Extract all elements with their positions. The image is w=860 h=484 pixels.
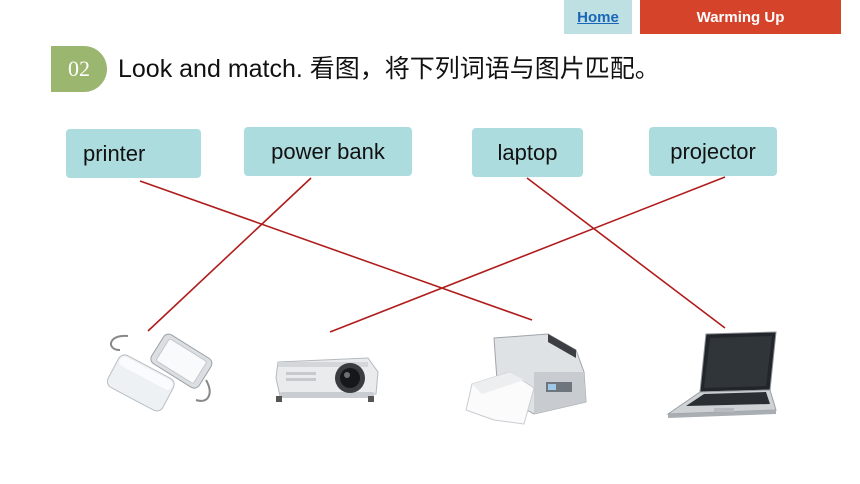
match-line-projector — [329, 176, 726, 333]
match-line-printer — [139, 180, 533, 321]
warming-up-tab[interactable]: Warming Up — [640, 0, 841, 34]
projector-picture[interactable] — [272, 348, 382, 406]
laptop-picture[interactable] — [662, 330, 780, 424]
power-bank-picture[interactable] — [98, 328, 214, 420]
word-card-printer[interactable]: printer — [66, 129, 201, 178]
printer-picture[interactable] — [464, 328, 594, 426]
home-tab[interactable]: Home — [564, 0, 632, 34]
word-card-projector[interactable]: projector — [649, 127, 777, 176]
match-line-power-bank — [147, 177, 312, 332]
exercise-instruction: Look and match. 看图，将下列词语与图片匹配。 — [118, 55, 660, 83]
word-card-laptop[interactable]: laptop — [472, 128, 583, 177]
exercise-number-badge: 02 — [51, 46, 107, 92]
word-card-power-bank[interactable]: power bank — [244, 127, 412, 176]
match-line-laptop — [526, 177, 726, 329]
